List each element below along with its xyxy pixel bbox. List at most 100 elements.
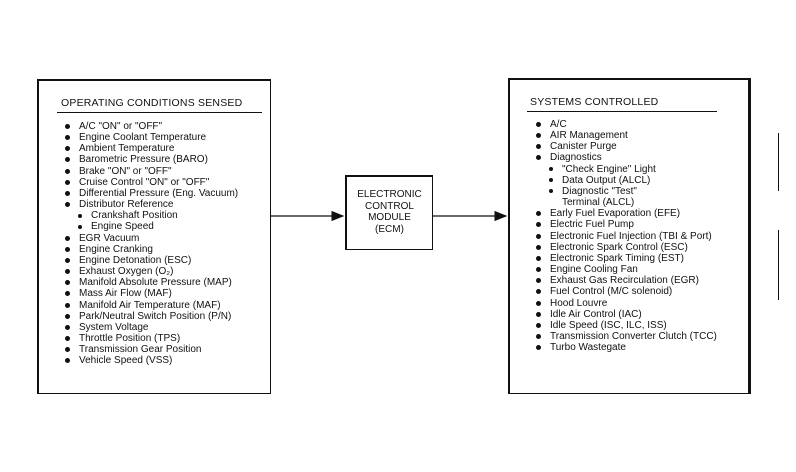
list-item: Exhaust Gas Recirculation (EGR) [534, 275, 717, 286]
list-item: Transmission Gear Position [63, 344, 238, 355]
list-item-text: EGR Vacuum [79, 232, 140, 244]
bullet-icon [65, 347, 70, 353]
ecm-label-line: CONTROL [365, 200, 414, 212]
operating-conditions-list: A/C "ON" or "OFF"Engine Coolant Temperat… [63, 121, 238, 366]
list-item: Exhaust Oxygen (O₂) [63, 266, 238, 277]
list-item-text: Exhaust Gas Recirculation (EGR) [550, 275, 699, 287]
bullet-icon [65, 190, 70, 196]
bullet-icon [536, 278, 541, 284]
bullet-icon [78, 224, 82, 229]
list-item: Cruise Control "ON" or "OFF" [63, 177, 238, 188]
bullet-icon [536, 322, 541, 328]
list-item-text: Early Fuel Evaporation (EFE) [550, 208, 681, 220]
bullet-icon [65, 313, 70, 319]
list-item-text: Transmission Gear Position [79, 344, 202, 356]
scan-edge-mark [778, 133, 779, 191]
bullet-icon [536, 133, 541, 139]
ecm-box: ELECTRONIC CONTROL MODULE (ECM) [345, 175, 433, 250]
list-item-text: Data Output (ALCL) [562, 174, 651, 186]
list-item-text: "Check Engine" Light [562, 163, 656, 175]
list-item-text: Park/Neutral Switch Position (P/N) [79, 310, 232, 322]
list-item: Electronic Fuel Injection (TBI & Port) [534, 231, 717, 242]
ecm-label-line: (ECM) [375, 223, 404, 235]
bullet-icon [536, 233, 541, 239]
bullet-icon [536, 244, 541, 250]
list-item-text: Engine Cranking [79, 243, 153, 255]
bullet-icon [536, 333, 541, 339]
bullet-icon [65, 257, 70, 263]
bullet-icon [65, 168, 70, 174]
bullet-icon [65, 246, 70, 252]
list-item: EGR Vacuum [63, 233, 238, 244]
list-item-text: Idle Speed (ISC, ILC, ISS) [550, 319, 667, 331]
bullet-icon [65, 302, 70, 308]
bullet-icon [65, 157, 70, 163]
scan-edge-mark [778, 230, 779, 300]
list-item: Engine Cooling Fan [534, 264, 717, 275]
list-item-text: Crankshaft Position [91, 210, 178, 222]
bullet-icon [536, 345, 541, 351]
list-item: Mass Air Flow (MAF) [63, 288, 238, 299]
bullet-icon [536, 255, 541, 261]
list-item: Early Fuel Evaporation (EFE) [534, 208, 717, 219]
list-item-text: AIR Management [550, 130, 628, 142]
bullet-icon [536, 289, 541, 295]
bullet-icon [536, 144, 541, 150]
sub-list-item: "Check Engine" Light [534, 164, 717, 175]
list-item-text: Cruise Control "ON" or "OFF" [79, 176, 210, 188]
bullet-icon [65, 124, 70, 129]
bullet-icon [78, 213, 82, 218]
bullet-icon [536, 211, 541, 217]
list-item-text: Brake "ON" or "OFF" [79, 165, 172, 177]
sub-list-item: Engine Speed [63, 221, 238, 232]
operating-conditions-title: OPERATING CONDITIONS SENSED [61, 97, 243, 109]
list-item-text: Turbo Wastegate [550, 342, 626, 354]
list-item: Barometric Pressure (BARO) [63, 154, 238, 165]
list-item: Park/Neutral Switch Position (P/N) [63, 311, 238, 322]
list-item: Hood Louvre [534, 298, 717, 309]
list-item-text: Terminal (ALCL) [562, 197, 635, 209]
list-item-text: Engine Speed [91, 221, 154, 233]
list-item: Idle Air Control (IAC) [534, 309, 717, 320]
bullet-icon [536, 122, 541, 127]
list-item-text: Manifold Air Temperature (MAF) [79, 299, 221, 311]
list-item-text: Diagnostics [550, 152, 602, 164]
list-item-text: A/C "ON" or "OFF" [79, 121, 163, 132]
list-item-continuation: Terminal (ALCL) [534, 197, 717, 208]
bullet-icon [65, 269, 70, 275]
list-item-text: Exhaust Oxygen (O₂) [79, 266, 174, 278]
list-item-text: Electronic Spark Timing (EST) [550, 252, 684, 264]
list-item: AIR Management [534, 130, 717, 141]
list-item-text: Electronic Fuel Injection (TBI & Port) [550, 230, 712, 242]
ecm-label: ELECTRONIC CONTROL MODULE (ECM) [347, 189, 432, 235]
operating-conditions-box: OPERATING CONDITIONS SENSED A/C "ON" or … [37, 79, 271, 394]
bullet-icon [65, 179, 70, 185]
list-item-text: Differential Pressure (Eng. Vacuum) [79, 187, 239, 199]
list-item-text: Fuel Control (M/C solenoid) [550, 286, 673, 298]
list-item: Manifold Air Temperature (MAF) [63, 300, 238, 311]
list-item-text: Ambient Temperature [79, 143, 175, 155]
list-item: Fuel Control (M/C solenoid) [534, 286, 717, 297]
list-item-text: System Voltage [79, 321, 149, 333]
list-item-text: Transmission Converter Clutch (TCC) [550, 330, 717, 342]
list-item-text: Engine Cooling Fan [550, 264, 638, 276]
list-item: Engine Cranking [63, 244, 238, 255]
bullet-icon [65, 146, 70, 152]
bullet-icon [536, 155, 541, 161]
bullet-icon [65, 291, 70, 297]
list-item-text: Vehicle Speed (VSS) [79, 355, 173, 367]
ecm-label-line: ELECTRONIC [357, 189, 422, 200]
list-item: Diagnostics [534, 152, 717, 163]
list-item: Engine Detonation (ESC) [63, 255, 238, 266]
list-item-text: Idle Air Control (IAC) [550, 308, 642, 320]
list-item-text: Engine Detonation (ESC) [79, 254, 192, 266]
ecm-label-line: MODULE [368, 212, 411, 223]
bullet-icon [536, 267, 541, 273]
title-underline [57, 112, 262, 113]
list-item-text: Engine Coolant Temperature [79, 132, 207, 144]
list-item-text: Electric Fuel Pump [550, 219, 634, 231]
bullet-icon [65, 335, 70, 341]
bullet-icon [549, 178, 553, 183]
